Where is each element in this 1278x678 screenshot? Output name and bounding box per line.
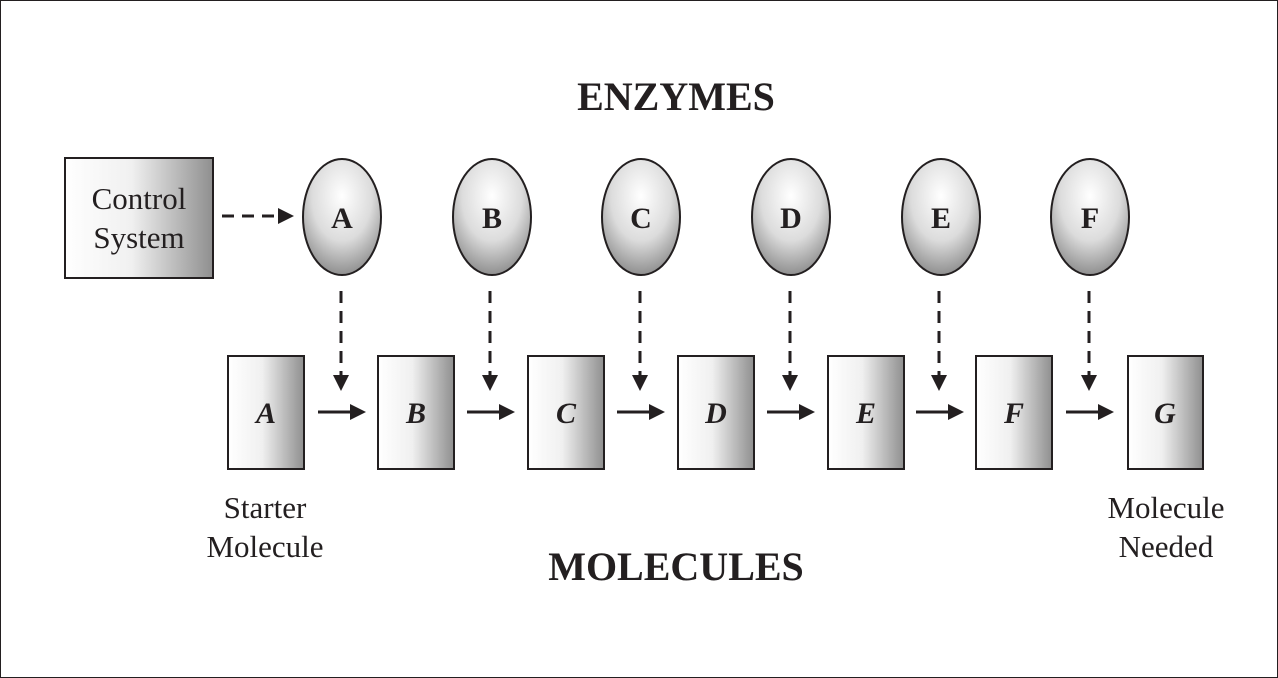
reaction-arrows: [318, 404, 1114, 420]
enzymes-heading: ENZYMES: [577, 74, 775, 119]
enzyme-b: B: [452, 158, 532, 276]
molecule-d-box: [677, 355, 755, 470]
molecule-g: G: [1127, 355, 1204, 470]
enzyme-e-label: E: [931, 202, 951, 235]
molecule-a-label: A: [254, 397, 276, 430]
molecule-d-label: D: [704, 397, 727, 430]
starter-caption-line1: Starter: [224, 490, 307, 525]
molecule-b-label: B: [405, 397, 426, 430]
enzyme-d-label: D: [780, 202, 802, 235]
molecule-c-label: C: [556, 397, 577, 430]
molecule-g-label: G: [1154, 397, 1176, 430]
molecule-a: A: [227, 355, 305, 470]
molecule-row: A B C D E F G: [227, 355, 1204, 470]
control-to-enzyme-arrow: [222, 208, 294, 224]
enzyme-action-arrows: [333, 291, 1097, 391]
enzyme-a-label: A: [331, 202, 353, 235]
enzyme-d-oval: [751, 158, 831, 276]
enzyme-row: A B C D E F: [302, 158, 1130, 276]
enzyme-f: F: [1050, 158, 1130, 276]
needed-caption-line1: Molecule: [1107, 490, 1224, 525]
molecule-a-box: [227, 355, 305, 470]
enzyme-f-label: F: [1081, 202, 1099, 235]
control-system-label-line2: System: [93, 220, 184, 255]
enzyme-b-oval: [452, 158, 532, 276]
molecule-c: C: [527, 355, 605, 470]
enzyme-a: A: [302, 158, 382, 276]
enzyme-c-oval: [601, 158, 681, 276]
reaction-arrow-c-d: [617, 404, 665, 420]
molecule-d: D: [677, 355, 755, 470]
control-system-rect: [64, 157, 214, 279]
molecule-needed-caption: Molecule Needed: [1107, 490, 1224, 564]
enzyme-a-oval: [302, 158, 382, 276]
molecule-f: F: [975, 355, 1053, 470]
reaction-arrow-b-c: [467, 404, 515, 420]
molecule-b-box: [377, 355, 455, 470]
molecules-heading: MOLECULES: [548, 544, 804, 589]
enzyme-b-label: B: [482, 202, 502, 235]
enzyme-b-action-arrow: [482, 291, 498, 391]
needed-caption-line2: Needed: [1119, 529, 1214, 564]
enzyme-a-action-arrow: [333, 291, 349, 391]
reaction-arrow-d-e: [767, 404, 815, 420]
enzyme-c-label: C: [630, 202, 652, 235]
molecule-f-label: F: [1003, 397, 1024, 430]
enzyme-e: E: [901, 158, 981, 276]
molecule-b: B: [377, 355, 455, 470]
enzyme-f-action-arrow: [1081, 291, 1097, 391]
molecule-g-box: [1127, 355, 1204, 470]
molecule-f-box: [975, 355, 1053, 470]
enzyme-d: D: [751, 158, 831, 276]
molecule-e: E: [827, 355, 905, 470]
reaction-arrow-e-f: [916, 404, 964, 420]
enzyme-e-oval: [901, 158, 981, 276]
control-system-label-line1: Control: [92, 181, 187, 216]
molecule-c-box: [527, 355, 605, 470]
molecule-e-label: E: [855, 397, 876, 430]
enzyme-e-action-arrow: [931, 291, 947, 391]
enzyme-c: C: [601, 158, 681, 276]
starter-molecule-caption: Starter Molecule: [206, 490, 323, 564]
control-system-box: Control System: [64, 157, 214, 279]
enzyme-c-action-arrow: [632, 291, 648, 391]
reaction-arrow-f-g: [1066, 404, 1114, 420]
starter-caption-line2: Molecule: [206, 529, 323, 564]
molecule-e-box: [827, 355, 905, 470]
enzyme-d-action-arrow: [782, 291, 798, 391]
reaction-arrow-a-b: [318, 404, 366, 420]
enzyme-f-oval: [1050, 158, 1130, 276]
